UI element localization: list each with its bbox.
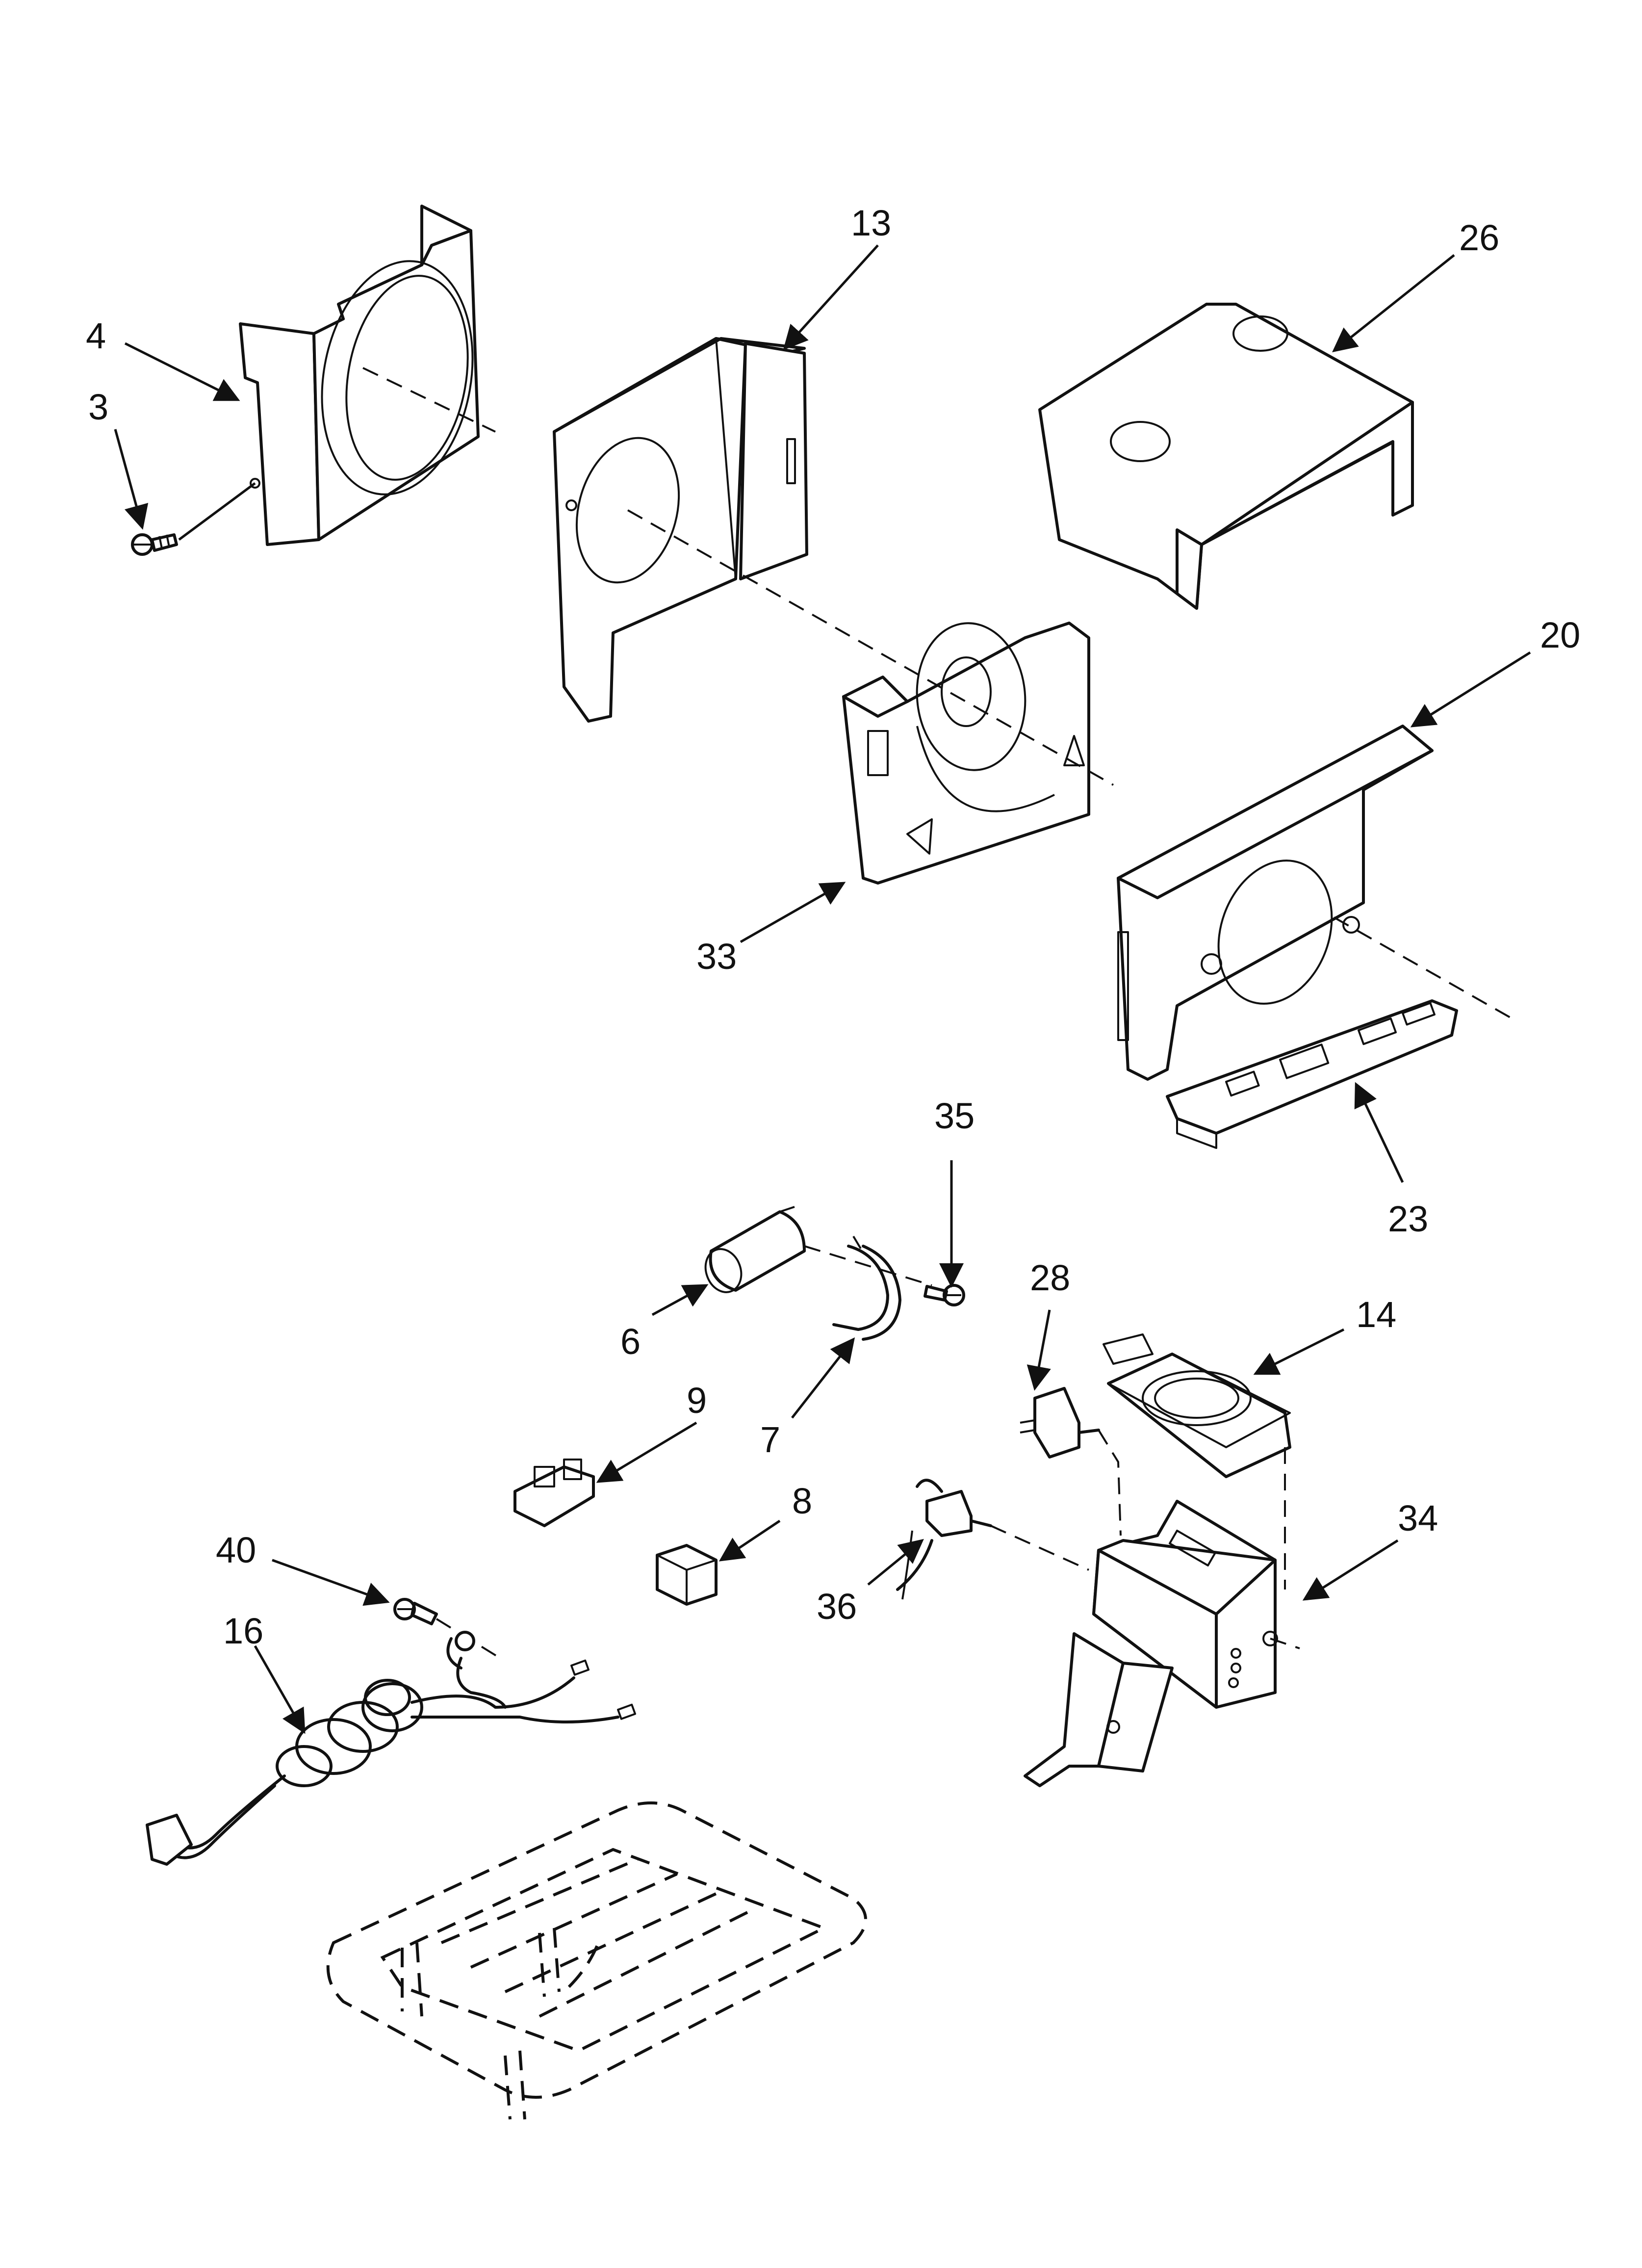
part-16-wire-harness[interactable]	[146, 1631, 637, 1866]
part-4-shroud[interactable]	[239, 205, 490, 546]
part-23-channel[interactable]	[1166, 999, 1458, 1149]
part-8-relay[interactable]	[656, 1544, 718, 1606]
part-9-terminal-block[interactable]	[513, 1459, 595, 1527]
callout-34: 34	[1398, 1498, 1438, 1538]
callout-26: 26	[1459, 217, 1499, 258]
callout-40: 40	[216, 1530, 256, 1570]
part-20-orifice-panel[interactable]	[1117, 725, 1434, 1081]
callout-6: 6	[620, 1321, 641, 1362]
part-28-switch[interactable]	[1020, 1387, 1100, 1459]
callout-3: 3	[88, 387, 108, 427]
callout-35: 35	[934, 1095, 975, 1136]
part-26-top-cover[interactable]	[1038, 303, 1414, 610]
part-36-thermostat[interactable]	[896, 1479, 992, 1600]
callout-13: 13	[851, 203, 891, 243]
part-40-screw[interactable]	[393, 1598, 438, 1625]
callout-16: 16	[223, 1611, 263, 1651]
part-14-overlay[interactable]	[1103, 1333, 1291, 1478]
part-6-capacitor[interactable]	[700, 1206, 806, 1297]
callout-23: 23	[1388, 1199, 1428, 1239]
part-35-screw[interactable]	[924, 1284, 965, 1306]
part-13-scroll-panel[interactable]	[553, 337, 808, 723]
part-3-screw[interactable]	[131, 482, 256, 556]
callout-20: 20	[1540, 615, 1580, 655]
part-34-control-housing[interactable]	[1024, 1500, 1278, 1787]
part-33-blower-housing[interactable]	[842, 619, 1090, 885]
callout-labels: 4 3 13 26 20 33 23 35 6 28 14 9 7 8 34 3…	[86, 203, 1580, 1651]
callout-36: 36	[817, 1586, 857, 1627]
callout-9: 9	[687, 1380, 707, 1421]
base-pan-outline	[326, 1801, 867, 2120]
callout-4: 4	[86, 315, 106, 356]
callout-33: 33	[696, 936, 737, 977]
callout-7: 7	[760, 1419, 780, 1460]
callout-14: 14	[1356, 1294, 1396, 1335]
callout-28: 28	[1030, 1257, 1070, 1298]
callout-8: 8	[792, 1481, 812, 1521]
leader-arrows	[114, 244, 1531, 1734]
part-7-strap[interactable]	[832, 1235, 901, 1341]
